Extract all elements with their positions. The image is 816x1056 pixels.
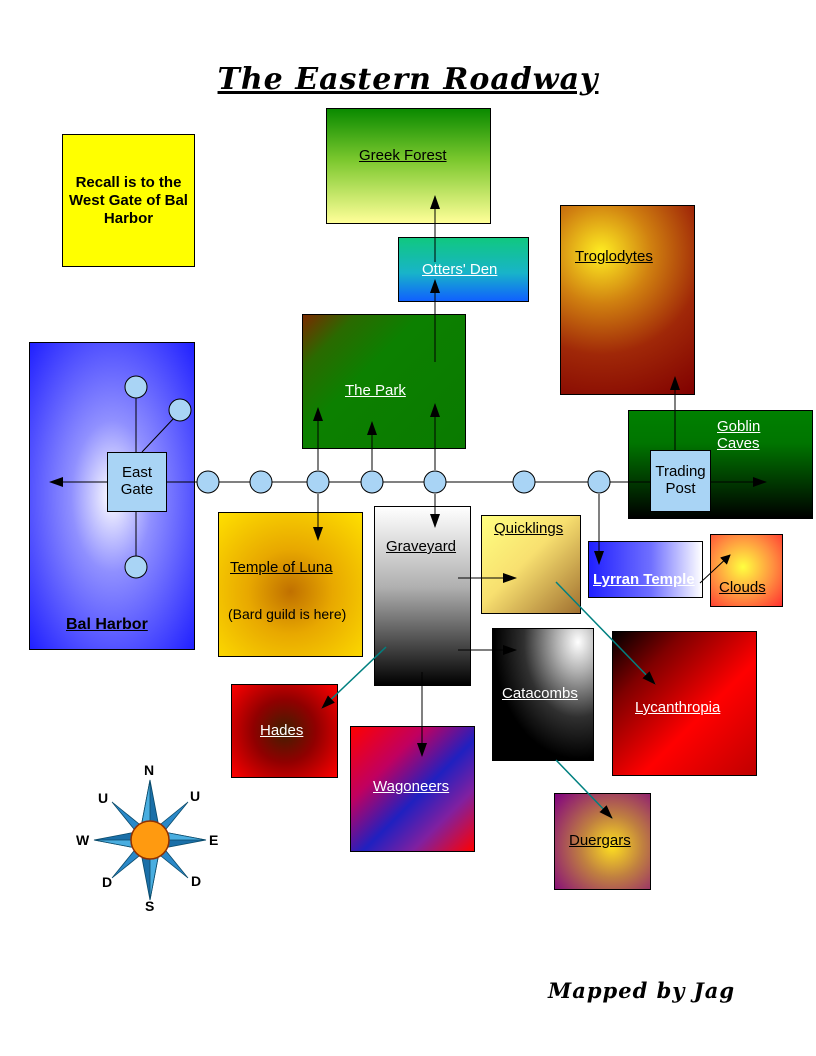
area-clouds[interactable] [710, 534, 783, 607]
temple-note: (Bard guild is here) [228, 606, 347, 622]
label-quicklings[interactable]: Quicklings [494, 520, 564, 537]
recall-note-text: Recall is to the West Gate of Bal Harbor [69, 173, 188, 227]
area-the-park[interactable] [302, 314, 466, 449]
area-greek-forest[interactable] [326, 108, 491, 224]
label-duergars[interactable]: Duergars [569, 832, 631, 849]
room-node [587, 470, 611, 494]
room-node [306, 470, 330, 494]
label-the-park[interactable]: The Park [345, 382, 406, 399]
room-node [249, 470, 273, 494]
label-east-gate[interactable]: East Gate [120, 464, 154, 498]
label-lyrran-temple[interactable]: Lyrran Temple [593, 571, 695, 588]
compass-w: W [76, 832, 90, 848]
area-temple-of-luna[interactable] [218, 512, 363, 657]
label-otters-den[interactable]: Otters' Den [422, 261, 498, 278]
room-node [168, 398, 192, 422]
room-node [124, 555, 148, 579]
room-node [360, 470, 384, 494]
area-lycanthropia[interactable] [612, 631, 757, 776]
label-goblin-caves[interactable]: Goblin Caves [717, 418, 761, 452]
label-lycanthropia[interactable]: Lycanthropia [635, 699, 721, 716]
area-lyrran-temple[interactable] [588, 541, 703, 598]
area-east-gate[interactable] [107, 452, 167, 512]
label-bal-harbor[interactable]: Bal Harbor [66, 616, 148, 633]
area-hades[interactable] [231, 684, 338, 778]
area-troglodytes[interactable] [560, 205, 695, 395]
compass-s: S [145, 898, 155, 914]
label-graveyard[interactable]: Graveyard [386, 538, 457, 555]
area-quicklings[interactable] [481, 515, 581, 614]
map-title: The Eastern Roadway [217, 62, 599, 97]
area-graveyard[interactable] [374, 506, 471, 686]
clouds-arrow [699, 554, 731, 584]
label-troglodytes[interactable]: Troglodytes [575, 248, 653, 265]
recall-note: Recall is to the West Gate of Bal Harbor [62, 134, 195, 267]
compass-down-left: D [102, 874, 113, 890]
compass-sun [130, 820, 170, 860]
compass-down-right: D [191, 873, 202, 889]
room-node [196, 470, 220, 494]
label-hades[interactable]: Hades [260, 722, 304, 739]
map-credit: Mapped by Jag [548, 978, 735, 1003]
label-wagoneers[interactable]: Wagoneers [373, 778, 450, 795]
area-wagoneers[interactable] [350, 726, 475, 852]
label-temple-of-luna[interactable]: Temple of Luna [230, 559, 333, 576]
hades-link [321, 646, 387, 709]
compass-rose [93, 779, 207, 901]
room-node [124, 375, 148, 399]
label-trading-post[interactable]: Trading Post [655, 463, 706, 497]
label-catacombs[interactable]: Catacombs [502, 685, 578, 702]
room-node [512, 470, 536, 494]
duergars-link [555, 759, 613, 819]
compass-up-right: U [190, 788, 201, 804]
label-clouds[interactable]: Clouds [719, 579, 766, 596]
compass-up-left: U [98, 790, 109, 806]
lycanthropia-link [555, 581, 656, 685]
label-greek-forest[interactable]: Greek Forest [359, 147, 447, 164]
room-node [423, 470, 447, 494]
area-trading-post[interactable] [650, 450, 711, 512]
compass-e: E [209, 832, 219, 848]
compass-n: N [144, 762, 155, 778]
area-otters-den[interactable] [398, 237, 529, 302]
